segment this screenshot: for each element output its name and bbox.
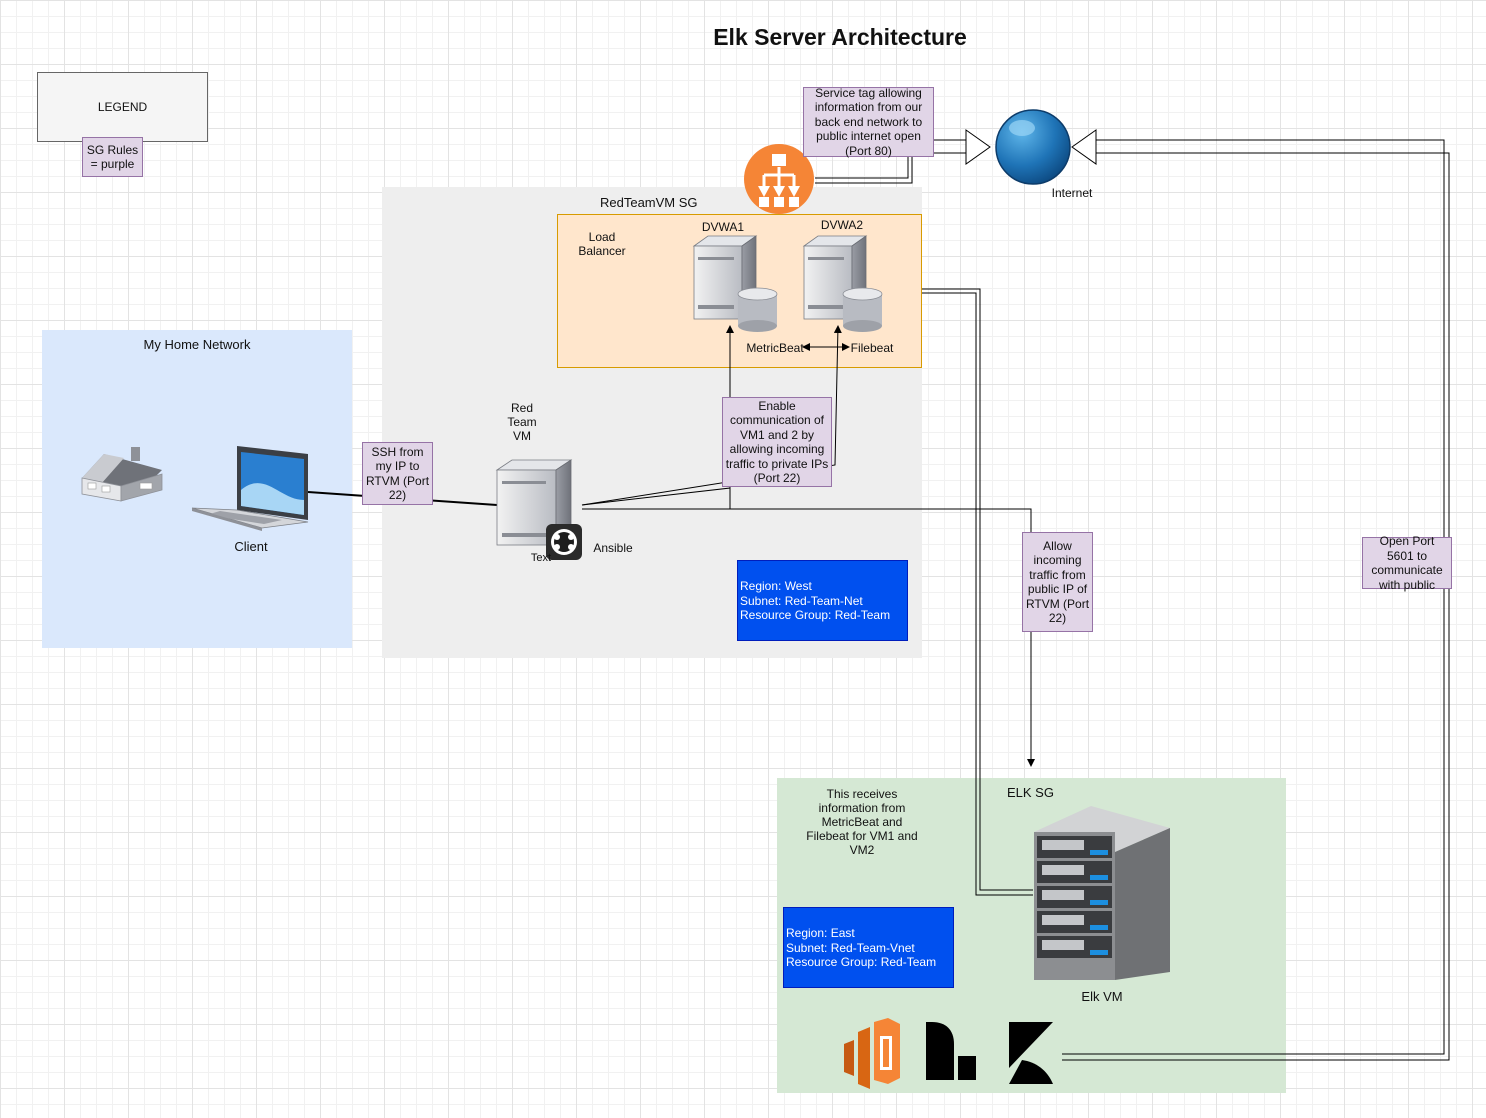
- rack-server-icon: [1034, 806, 1170, 980]
- elk-receives-note: This receives information from MetricBea…: [806, 787, 918, 857]
- dvwa2-database-icon: [842, 287, 883, 332]
- dvwa1-database-icon: [737, 287, 778, 332]
- ansible-icon: [546, 524, 582, 560]
- region-west-region: Region: West: [740, 579, 812, 593]
- region-west-rg: Resource Group: Red-Team: [740, 608, 891, 622]
- ansible-label: Ansible: [593, 541, 633, 555]
- dvwa1-label: DVWA1: [701, 220, 745, 234]
- home-network-label: My Home Network: [143, 337, 251, 352]
- connector-lb-pool-to-elk: [922, 288, 1033, 896]
- logstash-icon: [926, 1022, 976, 1080]
- connector-rtvm-to-dvwa: [581, 325, 842, 509]
- laptop-icon: [191, 446, 309, 531]
- load-balancer-label: Load Balancer: [578, 230, 626, 258]
- kibana-icon: [1009, 1022, 1053, 1084]
- region-east-box: Region: East Subnet: Red-Team-Vnet Resou…: [783, 907, 954, 988]
- rule-ssh: SSH from my IP to RTVM (Port 22): [362, 442, 433, 505]
- legend-title: LEGEND: [97, 100, 148, 114]
- metricbeat-label: MetricBeat: [746, 341, 804, 355]
- rule-service-tag: Service tag allowing information from ou…: [803, 86, 934, 158]
- connector-rtvm-to-elk: [582, 508, 1035, 767]
- region-west-subnet: Subnet: Red-Team-Net: [740, 593, 863, 608]
- connector-kibana-to-internet: [1062, 129, 1450, 1061]
- globe-icon: [995, 109, 1071, 185]
- client-label: Client: [234, 539, 268, 554]
- ansible-text-label: Text: [530, 552, 552, 564]
- diagram-title: Elk Server Architecture: [713, 24, 967, 50]
- red-team-vm-label: Red Team VM: [507, 401, 537, 443]
- elk-vm-label: Elk VM: [1081, 989, 1123, 1004]
- redteam-sg-label: RedTeamVM SG: [600, 195, 698, 210]
- aws-elasticsearch-icon: [844, 1018, 900, 1089]
- rule-enable-communication: Enable communication of VM1 and 2 by all…: [722, 397, 832, 487]
- load-balancer-icon: [744, 144, 814, 214]
- rule-allow-incoming: Allow incoming traffic from public IP of…: [1022, 532, 1093, 632]
- dvwa2-label: DVWA2: [820, 218, 864, 232]
- filebeat-label: Filebeat: [850, 341, 894, 355]
- region-west-box: Region: West Subnet: Red-Team-Net Resour…: [737, 560, 908, 641]
- region-east-region: Region: East: [786, 926, 855, 940]
- internet-label: Internet: [1051, 186, 1093, 200]
- region-east-rg: Resource Group: Red-Team: [786, 955, 937, 969]
- region-east-subnet: Subnet: Red-Team-Vnet: [786, 940, 915, 955]
- connector-lb-to-internet: [815, 129, 991, 184]
- rule-open-port: Open Port 5601 to communicate with publi…: [1362, 534, 1452, 592]
- house-icon: [81, 447, 163, 502]
- red-team-vm-server-icon: [495, 459, 573, 546]
- legend-rule-note: SG Rules = purple: [82, 137, 143, 177]
- elk-sg-label: ELK SG: [1007, 785, 1054, 800]
- legend-box: [37, 72, 208, 142]
